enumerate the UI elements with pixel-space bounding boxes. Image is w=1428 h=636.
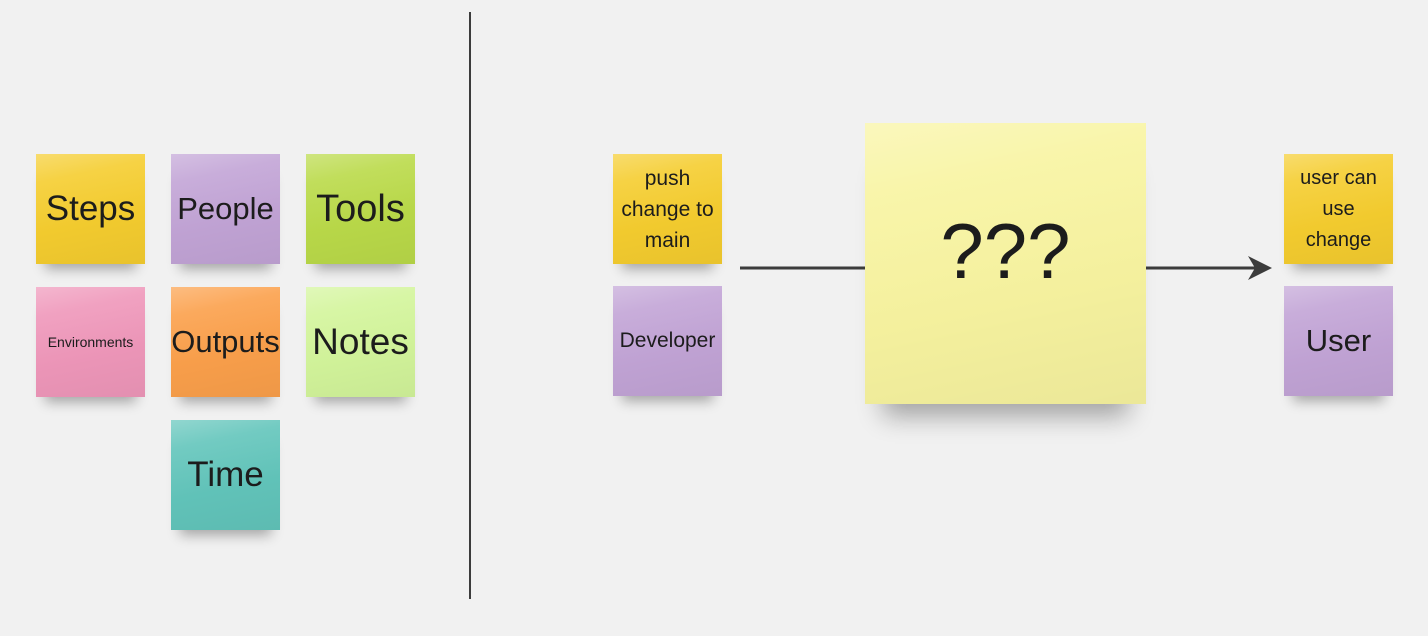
sticky-note-label: Outputs xyxy=(171,324,280,359)
sticky-note-notes[interactable]: Notes xyxy=(306,287,415,397)
flow-arrow-head xyxy=(1248,256,1272,280)
sticky-note-label: Tools xyxy=(316,187,405,230)
sticky-note-label: user can use change xyxy=(1300,166,1377,251)
sticky-note-label: Time xyxy=(187,455,264,494)
sticky-note-user-can-use-change[interactable]: user can use change xyxy=(1284,154,1393,264)
divider-line[interactable] xyxy=(469,12,471,599)
sticky-note-environments[interactable]: Environments xyxy=(36,287,145,397)
sticky-note-label: Developer xyxy=(619,329,716,352)
sticky-note-outputs[interactable]: Outputs xyxy=(171,287,280,397)
sticky-note-steps[interactable]: Steps xyxy=(36,154,145,264)
sticky-note-user[interactable]: User xyxy=(1284,286,1393,396)
sticky-note-people[interactable]: People xyxy=(171,154,280,264)
sticky-note-developer[interactable]: Developer xyxy=(613,286,722,396)
sticky-note-label: Notes xyxy=(312,321,409,362)
sticky-note-label: push change to main xyxy=(621,166,714,252)
sticky-note-push-change-to-main[interactable]: push change to main xyxy=(613,154,722,264)
sticky-note-tools[interactable]: Tools xyxy=(306,154,415,264)
sticky-note-label: Steps xyxy=(45,189,136,228)
sticky-note-label: ??? xyxy=(940,207,1071,295)
sticky-note-label: User xyxy=(1305,323,1372,358)
sticky-note-time[interactable]: Time xyxy=(171,420,280,530)
sticky-note-label: People xyxy=(177,191,274,226)
sticky-note-mystery[interactable]: ??? xyxy=(865,123,1146,404)
sticky-note-label: Environments xyxy=(47,334,134,350)
